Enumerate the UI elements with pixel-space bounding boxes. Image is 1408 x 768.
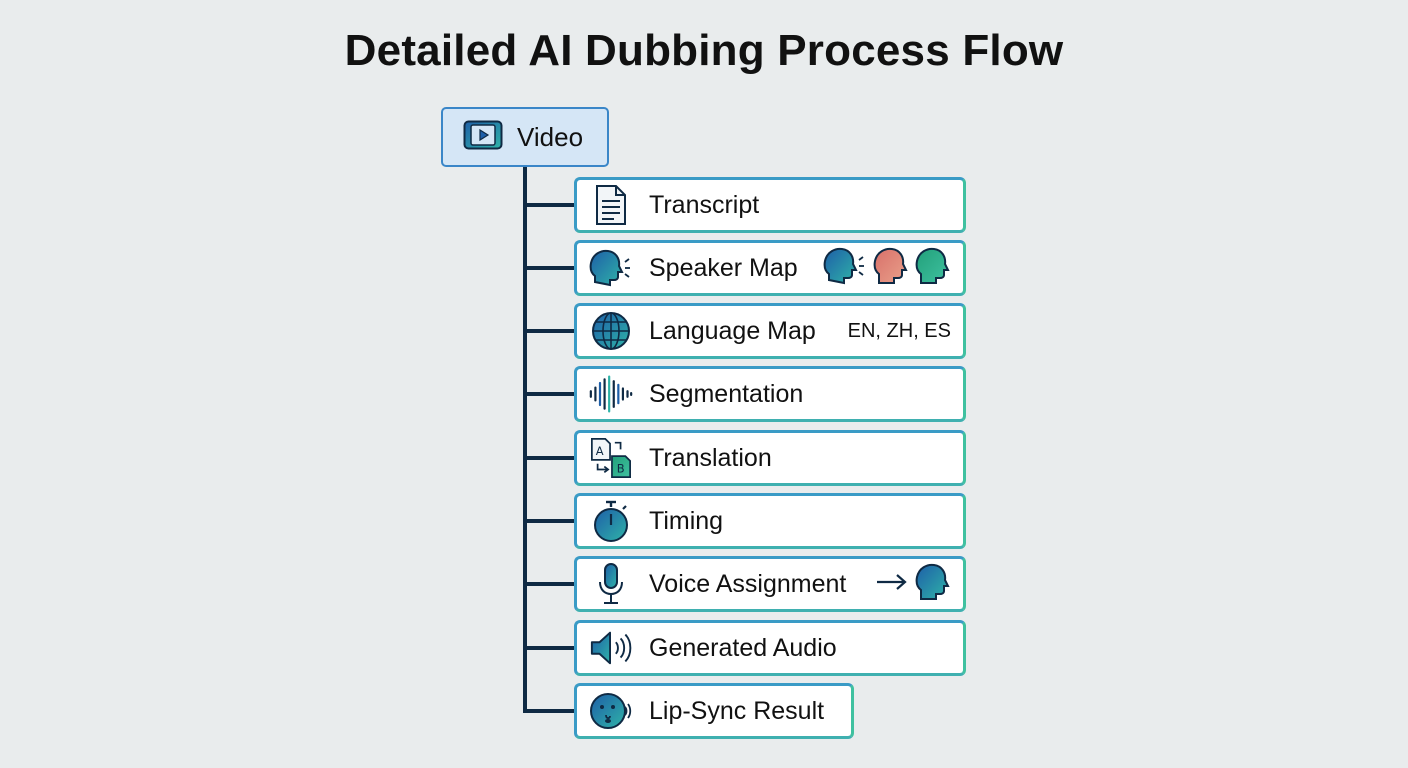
step-language-map[interactable]: Language Map EN, ZH, ES <box>574 303 966 359</box>
page-title: Detailed AI Dubbing Process Flow <box>344 26 1064 75</box>
step-speaker-map[interactable]: Speaker Map <box>574 240 966 296</box>
connector-branch <box>523 519 577 523</box>
connector-trunk <box>523 167 527 713</box>
language-tags: EN, ZH, ES <box>847 319 951 342</box>
waveform-icon <box>589 372 633 416</box>
face-speaking-icon <box>589 689 633 733</box>
step-label: Translation <box>649 443 772 472</box>
arrow-right-icon <box>875 572 909 597</box>
step-segmentation[interactable]: Segmentation <box>574 366 966 422</box>
step-timing[interactable]: Timing <box>574 493 966 549</box>
step-label: Speaker Map <box>649 253 798 282</box>
step-lip-sync-result[interactable]: Lip-Sync Result <box>574 683 854 739</box>
root-node-label: Video <box>517 121 584 152</box>
connector-branch <box>523 203 577 207</box>
step-label: Transcript <box>649 190 760 219</box>
document-icon <box>589 183 633 227</box>
step-label: Generated Audio <box>649 633 837 662</box>
head-icon-green <box>915 246 951 291</box>
connector-branch <box>523 582 577 586</box>
head-icon-blue <box>915 562 951 607</box>
speaking-head-icon <box>589 246 633 290</box>
connector-branch <box>523 709 577 713</box>
connector-branch <box>523 266 577 270</box>
speaker-icon <box>589 626 633 670</box>
connector-branch <box>523 646 577 650</box>
step-transcript[interactable]: Transcript <box>574 177 966 233</box>
head-icon-red <box>873 246 909 291</box>
speaking-head-icon <box>823 246 867 291</box>
connector-branch <box>523 329 577 333</box>
connector-branch <box>523 456 577 460</box>
step-label: Voice Assignment <box>649 569 847 598</box>
step-generated-audio[interactable]: Generated Audio <box>574 620 966 676</box>
step-label: Timing <box>649 506 724 535</box>
microphone-icon <box>589 562 633 606</box>
speaker-heads-group <box>823 246 951 291</box>
video-play-icon <box>463 120 503 155</box>
stopwatch-icon <box>589 499 633 543</box>
step-voice-assignment[interactable]: Voice Assignment <box>574 556 966 612</box>
step-translation[interactable]: A B Translation <box>574 430 966 486</box>
globe-icon <box>589 309 633 353</box>
svg-text:B: B <box>617 461 625 475</box>
connector-branch <box>523 392 577 396</box>
step-label: Lip-Sync Result <box>649 696 825 725</box>
translate-icon: A B <box>589 436 633 480</box>
root-node-video[interactable]: Video <box>441 107 609 167</box>
step-label: Segmentation <box>649 379 804 408</box>
voice-target-group <box>875 562 951 607</box>
step-label: Language Map <box>649 316 816 345</box>
svg-text:A: A <box>596 444 604 458</box>
